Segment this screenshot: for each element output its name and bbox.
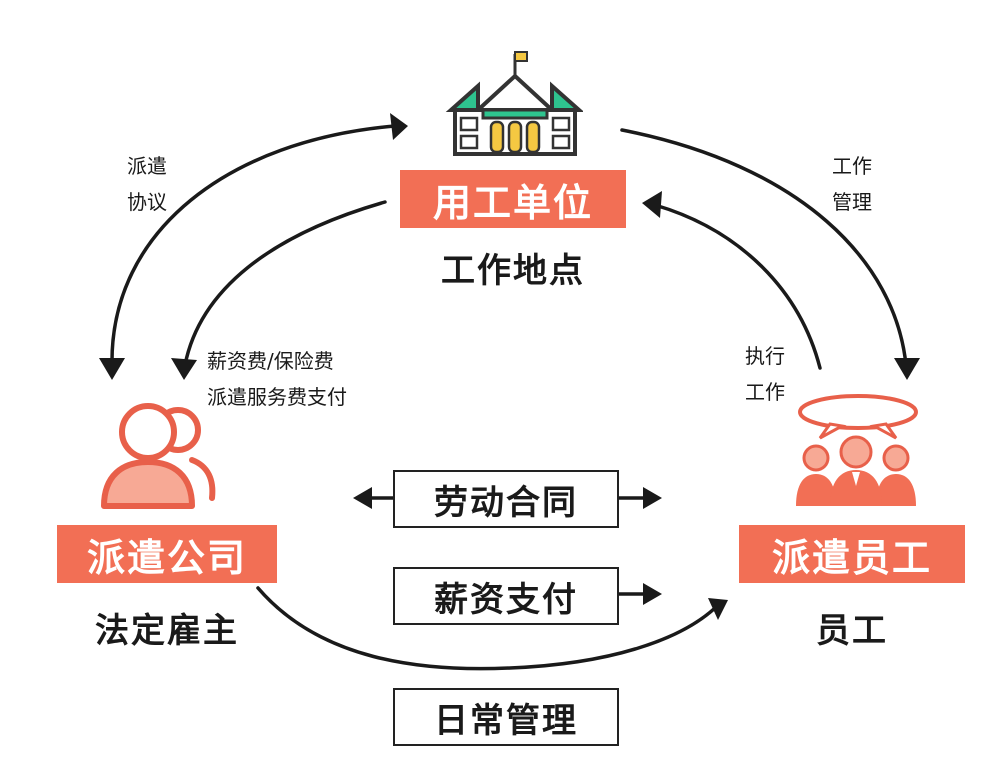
arrowhead-labor-left [353,487,372,509]
arrow-fees [183,200,387,367]
execute-work-label: 执行 工作 [745,338,785,410]
arrow-dispatch-agreement [110,124,397,367]
arrowhead-employee-bottom [708,598,728,620]
arrowhead-employee-outer [894,358,920,380]
employee-title: 派遣员工 [771,535,932,580]
arrowhead-salary-right [643,583,662,605]
dispatch-agreement-line-1: 派遣 [127,154,167,178]
agency-title-box: 派遣公司 [57,525,277,583]
execute-work-line-1: 执行 [745,344,785,368]
fees-line-2: 派遣服务费支付 [207,385,347,409]
employee-subtitle: 员工 [816,611,888,651]
building-icon [445,51,583,156]
agency-subtitle: 法定雇主 [95,611,239,651]
arrowhead-employer-right [642,191,662,218]
employee-title-box: 派遣员工 [739,525,965,583]
execute-work-line-2: 工作 [745,380,785,404]
work-management-label: 工作 管理 [832,148,872,220]
people-icon [101,403,216,509]
arrowhead-employer-left [390,113,408,140]
fees-line-1: 薪资费/保险费 [207,349,334,373]
employer-subtitle: 工作地点 [441,251,585,291]
arrowhead-labor-right [643,487,662,509]
labor-contract-box: 劳动合同 [393,470,619,528]
arrow-work-management [620,128,908,367]
salary-payment-box: 薪资支付 [393,567,619,625]
labor-contract-text: 劳动合同 [434,482,578,523]
salary-payment-text: 薪资支付 [434,579,578,620]
work-management-line-2: 管理 [832,190,872,214]
arrowhead-agency-inner [171,358,197,380]
agency-title: 派遣公司 [86,535,247,580]
dispatch-agreement-label: 派遣 协议 [127,148,167,220]
work-management-line-1: 工作 [832,154,872,178]
employer-title: 用工单位 [432,180,593,225]
dispatch-agreement-line-2: 协议 [127,190,167,214]
fees-label: 薪资费/保险费 派遣服务费支付 [207,343,347,415]
group-chat-icon [796,394,918,506]
daily-management-text: 日常管理 [434,700,578,741]
arrow-daily-management [256,586,717,671]
daily-management-box: 日常管理 [393,688,619,746]
employer-title-box: 用工单位 [400,170,626,228]
arrow-execute-work [653,203,822,370]
arrowhead-agency-outer [99,358,125,380]
